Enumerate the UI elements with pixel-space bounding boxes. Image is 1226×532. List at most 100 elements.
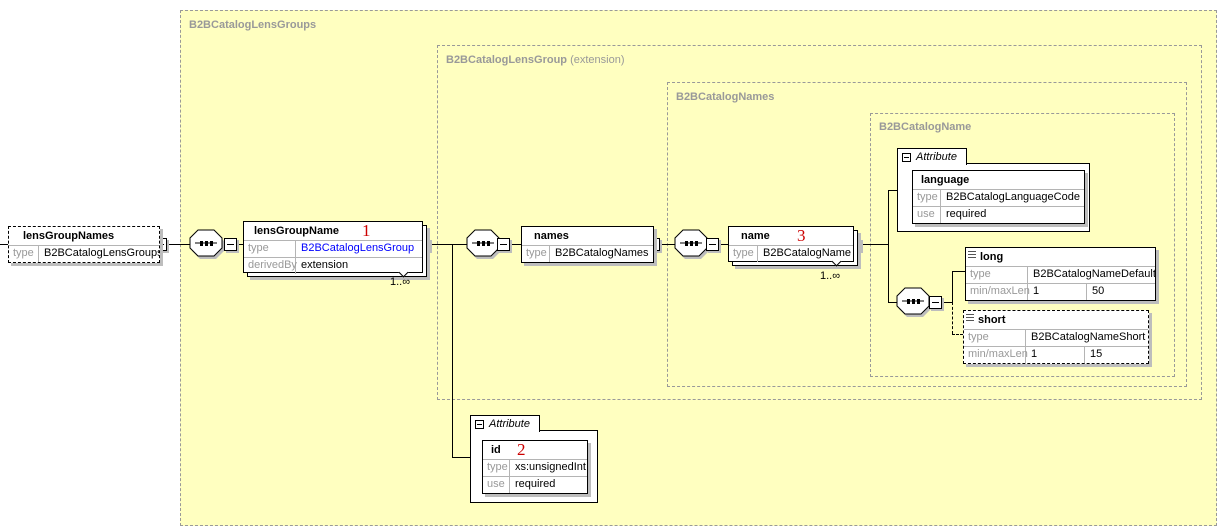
property-label: type (966, 267, 1028, 283)
annotation-number-3: 3 (797, 226, 806, 245)
property-value: B2BCatalogNameShort (1031, 331, 1146, 343)
property-row-use: use required (483, 476, 587, 493)
property-label: type (522, 246, 550, 262)
collapse-button[interactable] (929, 296, 942, 309)
element-lensgroupname[interactable]: lensGroupName 1 type B2BCatalogLensGroup… (243, 221, 427, 278)
property-row-type: type B2BCatalogLensGroup (244, 240, 422, 257)
property-value: B2BCatalogName (763, 247, 852, 259)
property-row-type: type xs:unsignedInt (483, 459, 587, 476)
element-title-text: long (980, 251, 1004, 263)
property-row-minmaxlen: min/maxLen 1 15 (964, 346, 1148, 363)
collapse-button[interactable] (706, 238, 719, 251)
property-value: xs:unsignedInt (515, 461, 586, 473)
property-value: B2BCatalogNames (555, 247, 649, 259)
connector-line (167, 244, 190, 245)
property-label: use (483, 477, 510, 493)
connector-line (509, 244, 521, 245)
connector-line (717, 244, 728, 245)
connector-line-dashed (952, 302, 953, 334)
property-label: min/maxLen (966, 284, 1030, 300)
element-lensgroupnames[interactable]: lensGroupNames type B2BCatalogLensGroups (8, 226, 160, 263)
connector-line-dashed (952, 334, 963, 335)
connector-line (861, 244, 888, 245)
connector-line (888, 190, 889, 303)
attribute-tab: Attribute (470, 415, 540, 432)
element-name[interactable]: name 3 type B2BCatalogName (728, 226, 858, 267)
element-title-text: names (534, 230, 569, 242)
element-title: long (966, 248, 1155, 266)
property-value: B2BCatalogLensGroups (44, 247, 159, 259)
collapse-button[interactable] (497, 238, 510, 251)
property-label: type (244, 241, 296, 257)
property-label: type (729, 246, 758, 262)
property-value: required (515, 478, 556, 490)
attribute-tab-label: Attribute (916, 151, 957, 163)
connector-line (941, 302, 952, 303)
property-row-derivedby: derivedBy extension (244, 257, 422, 274)
annotation-number-1: 1 (362, 221, 371, 240)
property-value: extension (301, 259, 349, 271)
element-title: short (964, 311, 1148, 329)
sequence-icon[interactable] (465, 229, 504, 261)
element-title-text: id (491, 444, 501, 456)
property-label: type (913, 190, 941, 206)
element-title: lensGroupNames (9, 227, 159, 245)
attribute-tab-label: Attribute (489, 418, 530, 430)
sequence-icon[interactable] (895, 287, 934, 319)
region-b2bcatalognames (667, 82, 1187, 387)
connector-line (452, 457, 471, 458)
region-label-text: B2BCatalogName (879, 121, 972, 133)
element-title: language (913, 171, 1084, 189)
connector-line (952, 271, 953, 302)
property-value-type-link[interactable]: B2BCatalogLensGroup (301, 242, 415, 254)
property-row-type: type B2BCatalogLanguageCode (913, 189, 1084, 206)
element-title: lensGroupName 1 (244, 222, 422, 240)
property-value: B2BCatalogNameDefault (1033, 268, 1155, 280)
element-short[interactable]: short type B2BCatalogNameShort min/maxLe… (963, 310, 1149, 364)
attribute-id[interactable]: id 2 type xs:unsignedInt use required (482, 440, 588, 494)
property-row-type: type B2BCatalogName (729, 245, 853, 262)
element-title-text: name (741, 230, 770, 242)
element-names[interactable]: names type B2BCatalogNames (521, 226, 654, 263)
property-value: B2BCatalogLanguageCode (946, 191, 1080, 203)
collapse-button[interactable] (224, 238, 237, 251)
element-title: names (522, 227, 653, 245)
property-value-max: 15 (1084, 347, 1148, 363)
element-long[interactable]: long type B2BCatalogNameDefault min/maxL… (965, 247, 1156, 301)
property-label: use (913, 207, 941, 223)
region-label-text: B2BCatalogLensGroups (189, 19, 317, 31)
attribute-language[interactable]: language type B2BCatalogLanguageCode use… (912, 170, 1085, 224)
element-title-text: lensGroupNames (23, 230, 115, 242)
attribute-collapse-button[interactable] (902, 152, 911, 162)
element-title-text: language (921, 174, 970, 186)
connector-line (888, 190, 897, 191)
region-b2bcataloglensgroup (437, 45, 1202, 400)
connector-line (660, 244, 677, 245)
text-content-icon (968, 251, 976, 258)
property-label: type (483, 460, 510, 476)
attribute-tab: Attribute (897, 148, 967, 165)
property-row-minmaxlen: min/maxLen 1 50 (966, 283, 1155, 300)
element-box[interactable]: lensGroupName 1 type B2BCatalogLensGroup… (243, 221, 423, 274)
attribute-collapse-button[interactable] (475, 419, 484, 429)
property-value-min: 1 (1033, 285, 1040, 297)
annotation-number-2: 2 (517, 440, 526, 459)
element-title: id 2 (483, 441, 587, 459)
region-label-suffix: (extension) (567, 54, 625, 66)
element-box[interactable]: name 3 type B2BCatalogName (728, 226, 854, 262)
connector-line (452, 244, 453, 457)
property-label: min/maxLen (964, 347, 1028, 363)
element-title: name 3 (729, 227, 853, 245)
cardinality-label: 1..∞ (390, 276, 411, 288)
connector-line (952, 271, 965, 272)
property-value-max: 50 (1086, 284, 1155, 300)
connector-line (238, 244, 243, 245)
property-row-type: type B2BCatalogLensGroups (9, 245, 159, 262)
region-label-text: B2BCatalogNames (676, 91, 775, 103)
region-label-lensgroups: B2BCatalogLensGroups (189, 19, 316, 31)
sequence-icon[interactable] (673, 229, 712, 261)
connector-line (430, 244, 467, 245)
property-value: required (946, 208, 987, 220)
sequence-icon[interactable] (188, 229, 227, 261)
